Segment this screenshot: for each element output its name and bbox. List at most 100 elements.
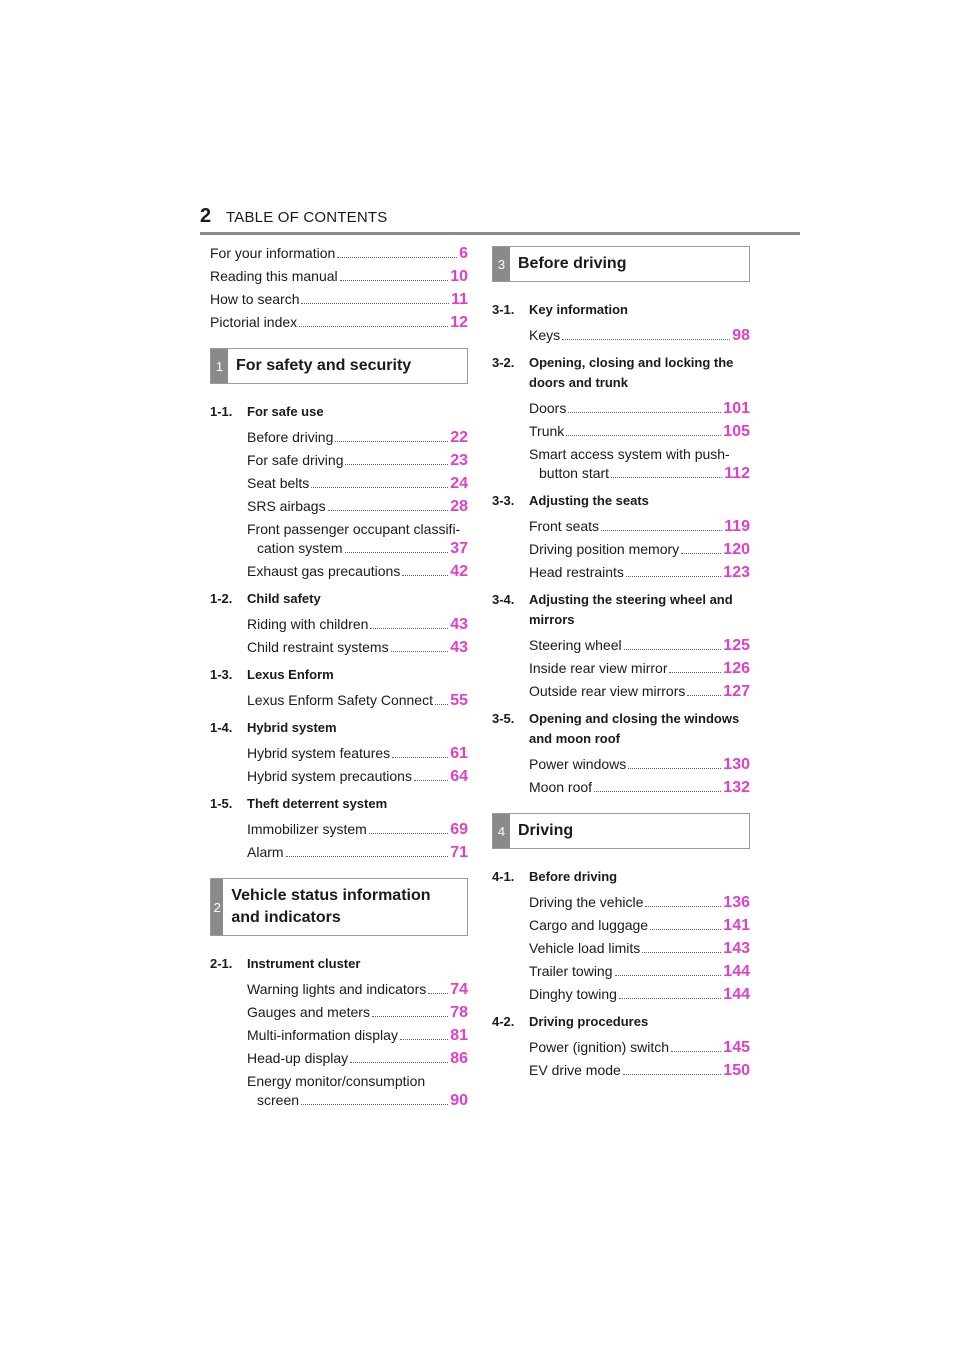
section-title: Vehicle status information and indicator… [231,887,431,926]
toc-page-number[interactable]: 144 [723,963,750,980]
toc-page-number[interactable]: 136 [723,894,750,911]
toc-page-number[interactable]: 127 [723,683,750,700]
toc-page-number[interactable]: 120 [723,541,750,558]
chapter-title-text: Driving procedures [529,1014,649,1029]
toc-page-number[interactable]: 86 [450,1050,468,1067]
toc-page-number[interactable]: 74 [450,981,468,998]
toc-page-number[interactable]: 6 [459,245,468,262]
toc-page-number[interactable]: 144 [723,986,750,1003]
toc-page-number[interactable]: 105 [723,423,750,440]
chapter-number: 3-5. [492,711,515,726]
chapter-title: Hybrid system [247,718,337,738]
toc-entry[interactable]: Hybrid system features 61 [210,744,468,763]
toc-page-number[interactable]: 24 [450,475,468,492]
toc-page-number[interactable]: 130 [723,756,750,773]
dot-leader [669,672,722,673]
toc-page-number[interactable]: 23 [450,452,468,469]
toc-page-number[interactable]: 81 [450,1027,468,1044]
dot-leader [399,1039,449,1040]
toc-page-number[interactable]: 126 [723,660,750,677]
toc-page-number[interactable]: 123 [723,564,750,581]
toc-page-number[interactable]: 64 [450,768,468,785]
dot-leader [368,833,449,834]
toc-page-number[interactable]: 12 [450,314,468,331]
toc-page-number[interactable]: 37 [450,540,468,557]
toc-page-number[interactable]: 101 [723,400,750,417]
toc-page-number[interactable]: 98 [732,327,750,344]
toc-page-number[interactable]: 112 [724,465,750,482]
toc-page-number[interactable]: 141 [723,917,750,934]
chapter-number: 1-1. [210,404,233,419]
toc-page-number[interactable]: 71 [450,844,468,861]
toc-entry-label: Hybrid system features [247,745,391,761]
toc-page-number[interactable]: 150 [723,1062,750,1079]
toc-page-number[interactable]: 43 [450,639,468,656]
toc-page-number[interactable]: 145 [723,1039,750,1056]
toc-page-number[interactable]: 10 [450,268,468,285]
chapter-title: Lexus Enform [247,665,334,685]
toc-page-number[interactable]: 55 [450,692,468,709]
toc-page-number[interactable]: 43 [450,616,468,633]
toc-page-number[interactable]: 22 [450,429,468,446]
toc-page-number[interactable]: 28 [450,498,468,515]
toc-entry[interactable]: Front passenger occupant classifi-cation… [210,520,468,558]
toc-page-number[interactable]: 90 [450,1092,468,1109]
toc-entry[interactable]: Smart access system with push-button sta… [492,445,750,483]
toc-page-number[interactable]: 132 [723,779,750,796]
toc-page-number[interactable]: 61 [450,745,468,762]
toc-page-number[interactable]: 11 [451,291,468,308]
chapter-heading: 1-2.Child safety [210,589,468,609]
toc-page-number[interactable]: 42 [450,563,468,580]
dot-leader [628,768,722,769]
toc-page-number[interactable]: 69 [450,821,468,838]
toc-page-number[interactable]: 78 [450,1004,468,1021]
toc-page-number[interactable]: 143 [723,940,750,957]
toc-page-number[interactable]: 119 [724,518,750,535]
toc-page-number[interactable]: 125 [723,637,750,654]
